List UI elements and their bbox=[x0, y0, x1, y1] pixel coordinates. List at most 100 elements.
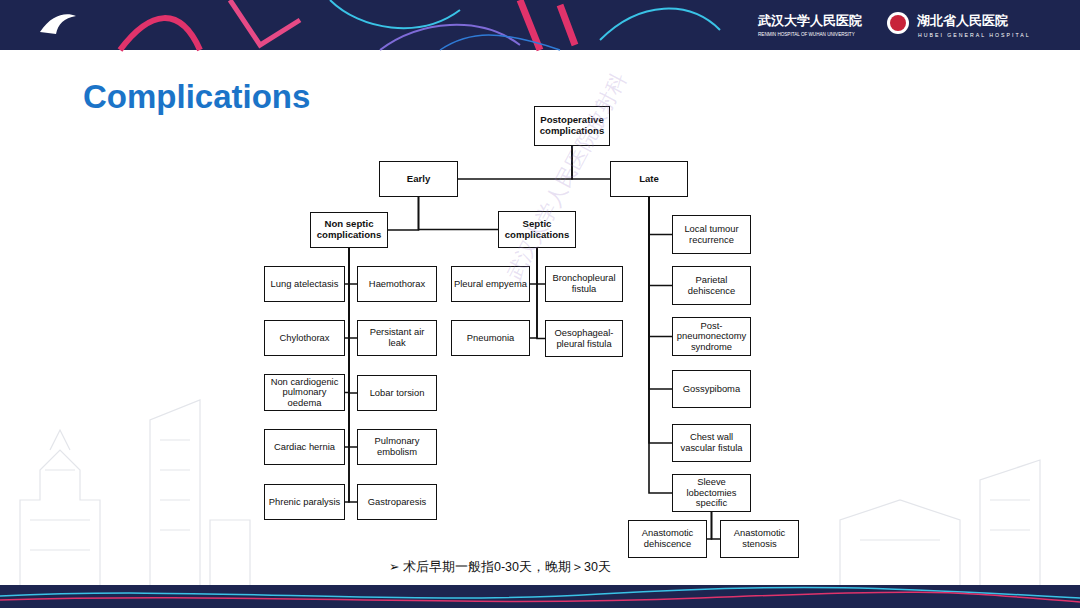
complication-box: Anastomotic dehiscence bbox=[628, 520, 707, 558]
complication-box: Local tumour recurrence bbox=[672, 215, 751, 254]
complication-box: Bronchopleural fistula bbox=[545, 266, 623, 302]
header-band bbox=[0, 0, 1080, 50]
box-text: Gastroparesis bbox=[368, 497, 426, 508]
tree-connector bbox=[349, 248, 357, 284]
header-stroke bbox=[230, 0, 300, 45]
box-label: Haemothorax bbox=[369, 279, 425, 290]
tree-connector bbox=[345, 248, 349, 447]
box-label: Chylothorax bbox=[279, 333, 329, 344]
box-text: Anastomotic stenosis bbox=[723, 528, 796, 549]
box-label: Oesophageal- pleural fistula bbox=[548, 328, 620, 349]
hospital-logo bbox=[890, 15, 906, 31]
complication-box: Anastomotic stenosis bbox=[720, 520, 799, 558]
box-text: Non cardiogenic pulmonary oedema bbox=[267, 377, 342, 409]
tree-connector bbox=[712, 512, 721, 539]
hospital-name-english: RENMIN HOSPITAL OF WUHAN UNIVERSITY bbox=[758, 32, 855, 37]
box-label: Anastomotic stenosis bbox=[723, 528, 796, 549]
complication-box: Sleeve lobectomies specific bbox=[672, 474, 751, 512]
complication-box: Non cardiogenic pulmonary oedema bbox=[264, 374, 345, 411]
box-text: Lobar torsion bbox=[370, 388, 425, 399]
hospital-name-english: HUBEI GENERAL HOSPITAL bbox=[918, 32, 1031, 38]
box-text: Chest wall vascular fistula bbox=[675, 432, 748, 453]
tree-connector bbox=[649, 197, 672, 389]
complication-box: Lobar torsion bbox=[357, 375, 437, 411]
box-label: Local tumour recurrence bbox=[675, 224, 748, 245]
box-label: Sleeve lobectomies specific bbox=[675, 477, 748, 509]
box-label: Anastomotic dehiscence bbox=[631, 528, 704, 549]
tree-connector bbox=[649, 197, 672, 337]
complication-box: Parietal dehiscence bbox=[672, 266, 751, 305]
box-label: Phrenic paralysis bbox=[269, 497, 340, 508]
box-label: Non septic complications bbox=[313, 219, 385, 240]
box-label: Pneumonia bbox=[467, 333, 514, 344]
footer-band bbox=[0, 585, 1080, 608]
complication-box: Chylothorax bbox=[264, 320, 345, 356]
complication-box: Pneumonia bbox=[451, 320, 530, 356]
tree-connector bbox=[349, 248, 357, 393]
complication-box: Pulmonary embolism bbox=[357, 429, 437, 465]
header-stroke bbox=[440, 35, 560, 50]
box-text: Chylothorax bbox=[279, 333, 329, 344]
tree-connector bbox=[345, 248, 349, 338]
box-text: Non septic complications bbox=[313, 219, 385, 240]
category-box: Late bbox=[610, 161, 688, 197]
tree-connector bbox=[349, 248, 357, 338]
box-text: Gossypiboma bbox=[683, 384, 740, 395]
box-text: Early bbox=[407, 174, 430, 185]
tree-connector bbox=[349, 248, 357, 447]
box-label: Post- pneumonectomy syndrome bbox=[675, 321, 748, 353]
box-text: Anastomotic dehiscence bbox=[631, 528, 704, 549]
skyline-drawing bbox=[20, 400, 1040, 585]
box-text: Local tumour recurrence bbox=[675, 224, 748, 245]
box-text: Pneumonia bbox=[467, 333, 514, 344]
box-label: Lung atelectasis bbox=[271, 279, 339, 290]
box-label: Chest wall vascular fistula bbox=[675, 432, 748, 453]
category-box: Non septic complications bbox=[310, 212, 388, 248]
hospital-name: 湖北省人民医院 bbox=[917, 12, 1008, 30]
box-label: Persistant air leak bbox=[360, 327, 434, 348]
tree-connector bbox=[649, 197, 672, 493]
complication-box: Chest wall vascular fistula bbox=[672, 424, 751, 462]
box-text: Late bbox=[639, 174, 659, 185]
box-label: Cardiac hernia bbox=[274, 442, 335, 453]
footer-stroke bbox=[0, 592, 1080, 602]
complication-box: Gossypiboma bbox=[672, 370, 751, 408]
logo-bird bbox=[40, 14, 76, 34]
tree-connector bbox=[649, 197, 672, 235]
box-text: Sleeve lobectomies specific bbox=[675, 477, 748, 509]
header-stroke bbox=[120, 18, 200, 50]
complication-box: Oesophageal- pleural fistula bbox=[545, 320, 623, 357]
box-label: Gastroparesis bbox=[368, 497, 426, 508]
complication-box: Haemothorax bbox=[357, 266, 437, 302]
tree-connector bbox=[345, 248, 349, 393]
tree-connector bbox=[537, 248, 545, 339]
hospital-name: 武汉大学人民医院 bbox=[758, 12, 862, 30]
box-text: Parietal dehiscence bbox=[675, 275, 748, 296]
tree-connector bbox=[345, 248, 349, 502]
box-label: Non cardiogenic pulmonary oedema bbox=[267, 377, 342, 409]
complication-box: Post- pneumonectomy syndrome bbox=[672, 317, 751, 356]
complication-box: Lung atelectasis bbox=[264, 266, 345, 302]
box-label: Pulmonary embolism bbox=[360, 436, 434, 457]
box-label: Bronchopleural fistula bbox=[548, 273, 620, 294]
box-label: Parietal dehiscence bbox=[675, 275, 748, 296]
box-text: Cardiac hernia bbox=[274, 442, 335, 453]
header-stroke bbox=[600, 9, 720, 40]
category-box: Early bbox=[379, 161, 458, 197]
footnote: ➢ 术后早期一般指0-30天，晚期＞30天 bbox=[389, 559, 611, 576]
box-label: Early bbox=[407, 174, 430, 185]
tree-connector bbox=[707, 512, 712, 539]
box-text: Pulmonary embolism bbox=[360, 436, 434, 457]
box-label: Late bbox=[639, 174, 659, 185]
complication-box: Persistant air leak bbox=[357, 320, 437, 356]
tree-connector bbox=[388, 197, 419, 230]
box-text: Oesophageal- pleural fistula bbox=[548, 328, 620, 349]
box-text: Post- pneumonectomy syndrome bbox=[675, 321, 748, 353]
header-stroke bbox=[520, 0, 575, 50]
tree-connector bbox=[419, 197, 499, 230]
tree-connector bbox=[345, 248, 349, 284]
box-label: Gossypiboma bbox=[683, 384, 740, 395]
box-text: Persistant air leak bbox=[360, 327, 434, 348]
